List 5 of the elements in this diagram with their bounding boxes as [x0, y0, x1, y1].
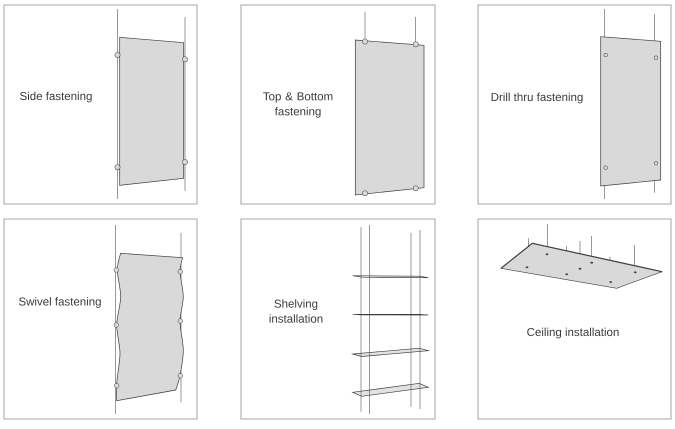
panel-box: Side fastening: [4, 4, 198, 204]
panel-box: Top & Bottom fastening: [240, 4, 436, 204]
panel-box: Drill thru fastening: [478, 4, 672, 204]
panel-box: Swivel fastening: [4, 218, 198, 420]
panel-box: Ceiling installation: [478, 218, 672, 420]
